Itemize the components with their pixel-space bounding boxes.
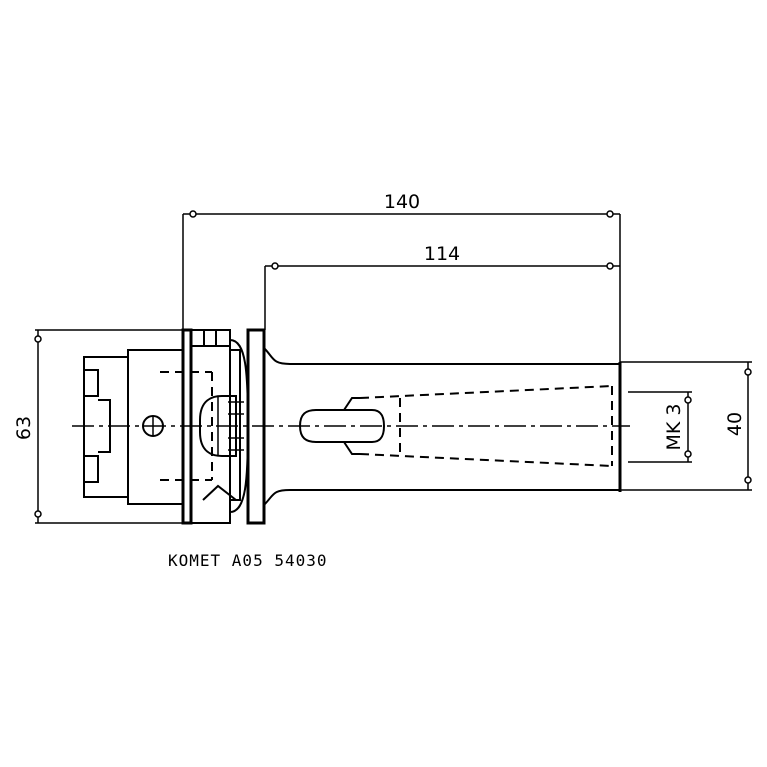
dimension-label-63: 63 [13, 416, 35, 440]
dimension-bore-diameter: 40 [620, 361, 752, 491]
dimension-arrow-bottom [684, 450, 692, 458]
dimension-flange-diameter: 63 [13, 329, 183, 524]
part-caption: KOMET A05 54030 [168, 551, 328, 570]
dimension-label-114: 114 [424, 243, 460, 265]
dimension-label-140: 140 [384, 191, 420, 213]
dimension-arrow-bottom [34, 510, 42, 518]
dimension-overall-length: 140 [182, 191, 621, 362]
dimension-arrow-top [744, 368, 752, 376]
dimension-taper: MK 3 [628, 391, 692, 463]
tang-slot [298, 409, 386, 443]
dimension-arrow-right [606, 210, 614, 218]
dimension-shank-length: 114 [264, 243, 620, 330]
dimension-arrow-top [34, 335, 42, 343]
dimension-arrow-left [271, 262, 279, 270]
dimension-arrow-bottom [744, 476, 752, 484]
hsk-shank [83, 349, 213, 505]
dimension-arrow-left [189, 210, 197, 218]
taper-body [263, 347, 622, 506]
dimension-arrow-right [606, 262, 614, 270]
dimension-label-mk3: MK 3 [663, 404, 685, 451]
dimension-arrow-top [684, 396, 692, 404]
dimension-label-40: 40 [724, 412, 746, 436]
